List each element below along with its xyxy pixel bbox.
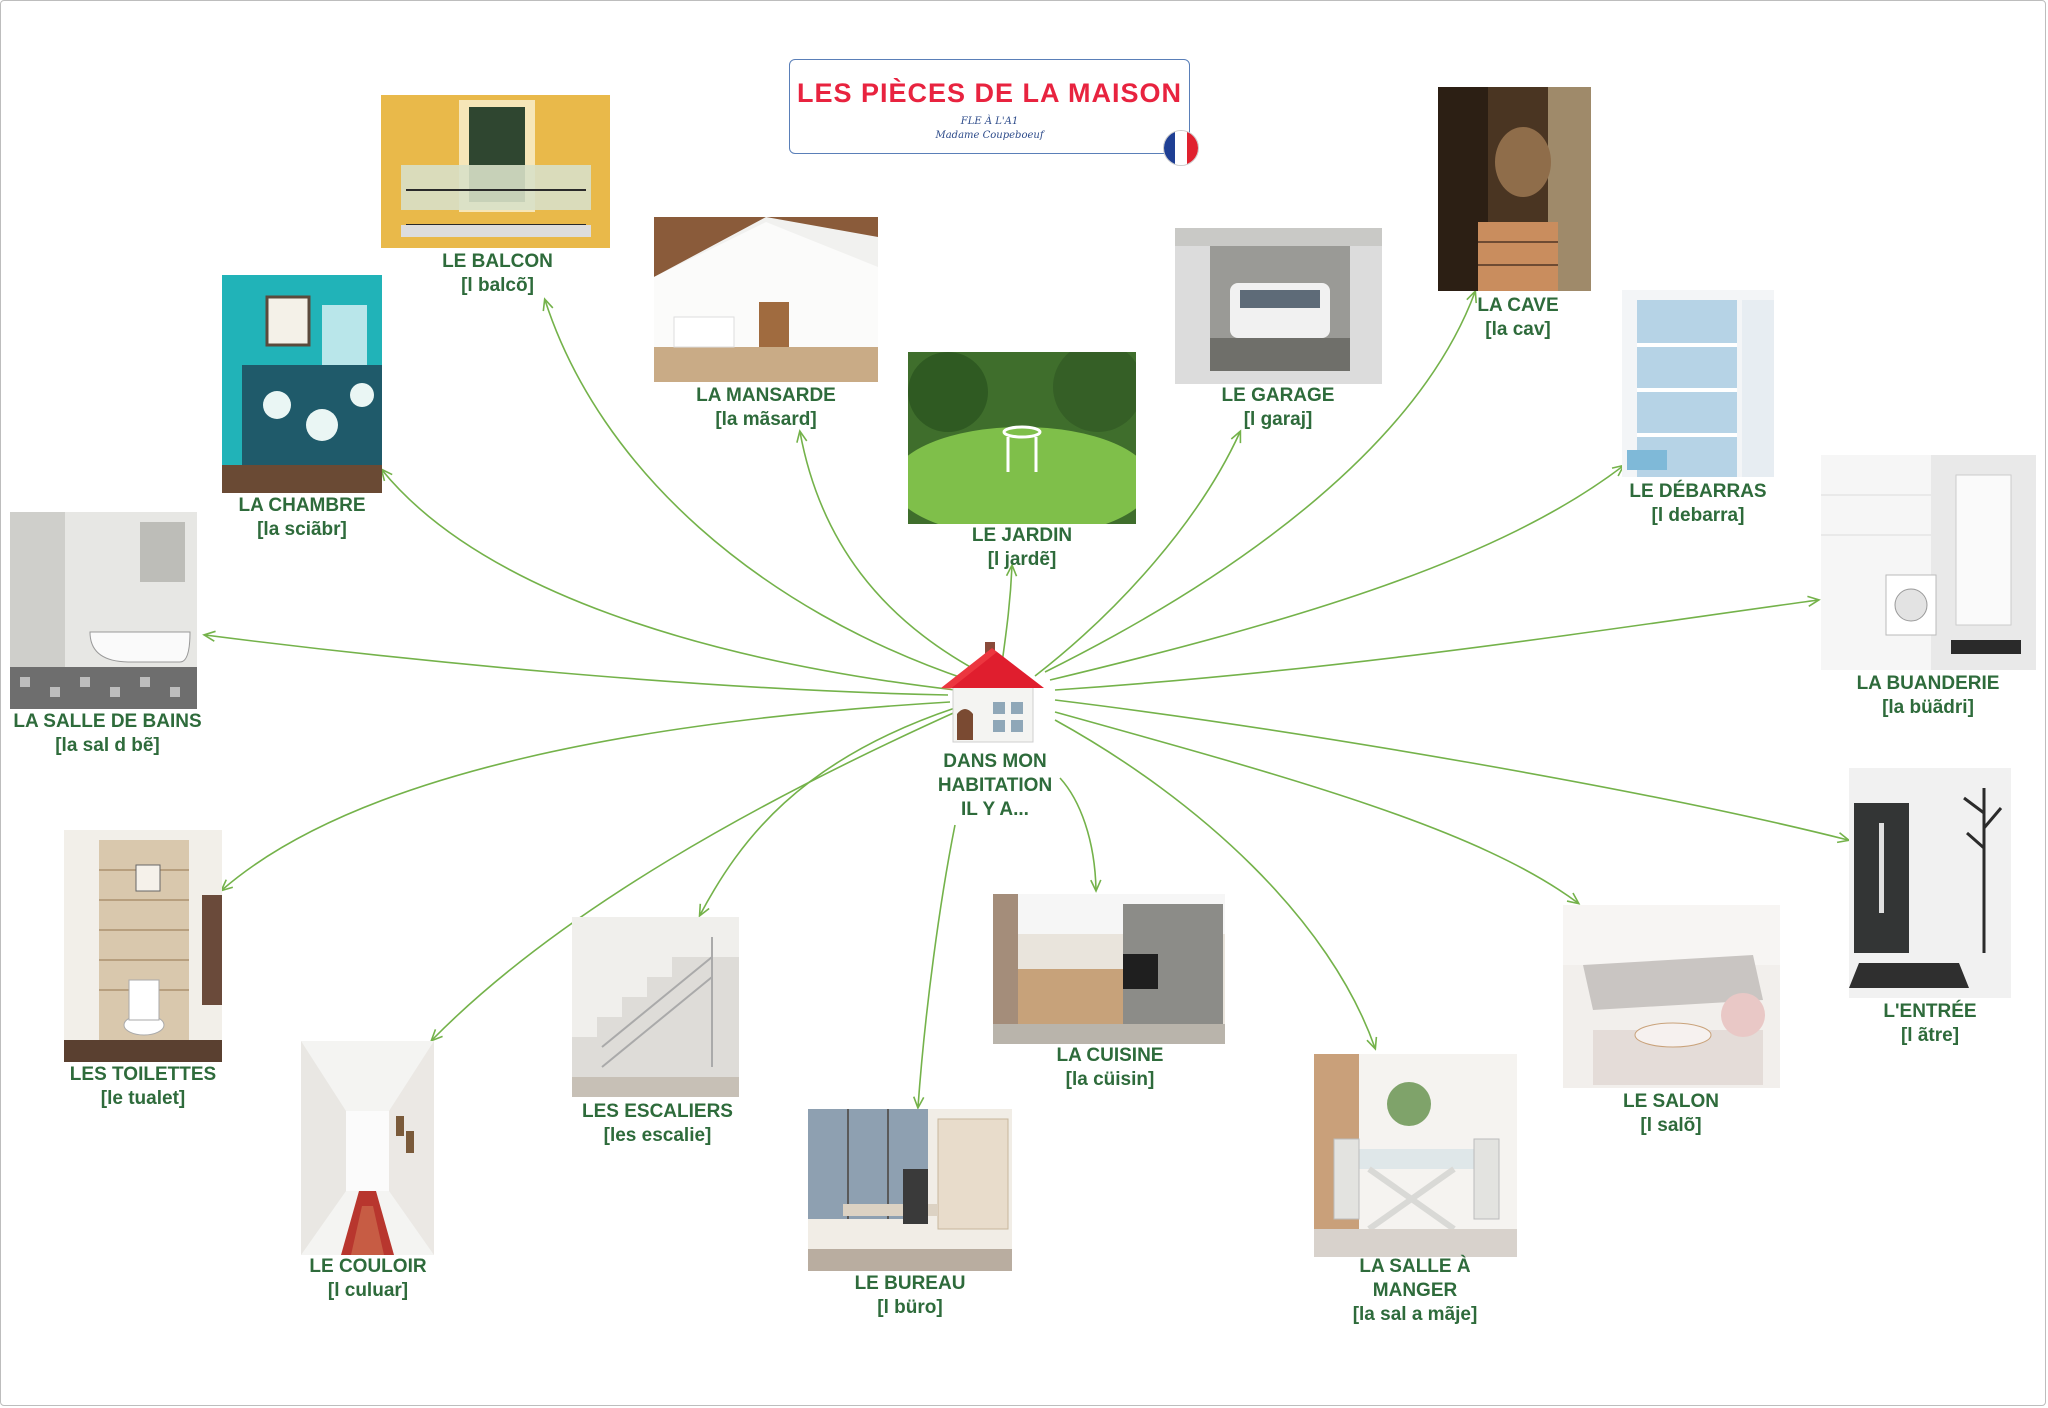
room-phonetic: [l balcõ] [461,275,534,296]
room-phonetic: [l jardẽ] [987,549,1057,570]
label-escaliers: LES ESCALIERS [les escalie] [555,1100,760,1148]
balcon-image [381,95,610,248]
cuisine-image [993,894,1225,1044]
room-phonetic: [l debarra] [1651,505,1745,526]
room-word: LE JARDIN [971,525,1073,546]
room-phonetic: [l garaj] [1243,409,1313,430]
label-bureau: LE BUREAU [l büro] [810,1272,1010,1320]
label-cave: LA CAVE [la cav] [1418,294,1618,342]
arrow-garage [1034,429,1242,677]
label-salle-de-bains: LA SALLE DE BAINS [la sal d bẽ] [5,710,210,758]
page-title: LES PIÈCES DE LA MAISON [796,78,1183,108]
label-chambre: LA CHAMBRE [la sciãbr] [202,494,402,542]
room-phonetic: [la sciãbr] [257,519,347,540]
arrow-couloir [429,709,961,1043]
label-couloir: LE COULOIR [l culuar] [268,1255,468,1303]
jardin-image [908,352,1136,524]
mansarde-image [654,217,878,382]
arrow-cuisine [1059,777,1102,893]
house-icon [935,640,1050,745]
room-phonetic: [la sal d bẽ] [55,735,160,756]
garage-image [1175,228,1382,384]
room-word: LE BUREAU [854,1273,966,1294]
label-cuisine: LA CUISINE [la cüisin] [1010,1044,1210,1092]
arrow-escaliers [698,707,956,918]
buanderie-image [1821,455,2036,670]
french-flag-icon [1163,130,1199,166]
salon-image [1563,905,1780,1088]
room-word: LE GARAGE [1221,385,1335,406]
room-phonetic: [l salõ] [1640,1115,1702,1136]
arrow-sdb [202,630,949,696]
label-salle-a-manger: LA SALLE À MANGER [la sal a mãje] [1315,1255,1515,1327]
salle-a-manger-image [1314,1054,1517,1257]
room-phonetic: [la sal a mãje] [1352,1304,1478,1325]
room-word: LES ESCALIERS [582,1101,733,1122]
room-phonetic: [la cav] [1485,319,1551,340]
arrow-salle-manger [1054,719,1378,1051]
couloir-image [301,1041,434,1255]
arrow-buanderie [1054,595,1821,691]
room-phonetic: [l culuar] [327,1280,409,1301]
center-label: DANS MON HABITATION IL Y A... [937,751,1053,820]
room-phonetic: [la büãdri] [1882,697,1974,718]
room-word: LA SALLE À MANGER [1359,1256,1471,1301]
label-balcon: LE BALCON [l balcõ] [400,250,595,298]
title-author: Madame Coupeboeuf [935,130,1044,141]
label-mansarde: LA MANSARDE [la mãsard] [668,384,864,432]
room-phonetic: [le tualet] [100,1088,186,1109]
chambre-image [222,275,382,493]
room-word: LA CUISINE [1056,1045,1164,1066]
arrow-salon [1054,711,1581,905]
debarras-image [1622,290,1774,477]
room-word: LE COULOIR [309,1256,427,1277]
label-jardin: LE JARDIN [l jardẽ] [922,524,1122,572]
room-word: LE DÉBARRAS [1629,481,1767,502]
salle-de-bains-image [10,512,197,709]
arrow-cave [1044,289,1477,673]
room-phonetic: [l ãtre] [1900,1025,1960,1046]
room-word: LES TOILETTES [69,1064,217,1085]
arrow-bureau [912,824,956,1110]
room-phonetic: [les escalie] [603,1125,712,1146]
bureau-image [808,1109,1012,1271]
room-word: LA CHAMBRE [238,495,366,516]
label-debarras: LE DÉBARRAS [l debarra] [1598,480,1798,528]
escaliers-image [572,917,739,1097]
arrow-balcon [542,297,969,681]
cave-image [1438,87,1591,291]
label-salon: LE SALON [l salõ] [1571,1090,1771,1138]
arrow-chambre [380,467,956,691]
arrow-toilettes [219,701,951,892]
label-buanderie: LA BUANDERIE [la büãdri] [1828,672,2028,720]
title-box: LES PIÈCES DE LA MAISON FLE À L'A1 Madam… [789,59,1190,154]
label-toilettes: LES TOILETTES [le tualet] [43,1063,243,1111]
arrow-entree [1054,699,1851,844]
room-word: LE BALCON [442,251,553,272]
toilettes-image [64,830,222,1062]
room-phonetic: [l büro] [877,1297,943,1318]
room-word: LA CAVE [1477,295,1559,316]
room-word: LA SALLE DE BAINS [13,711,202,732]
arrow-mansarde [796,429,986,676]
entree-image [1849,768,2011,998]
title-subtitle: FLE À L'A1 [960,116,1019,127]
label-entree: L'ENTRÉE [l ãtre] [1830,1000,2030,1048]
room-word: LA BUANDERIE [1856,673,2000,694]
room-word: LE SALON [1622,1091,1720,1112]
room-phonetic: [la mãsard] [715,409,817,430]
arrow-debarras [1049,464,1626,681]
room-word: L'ENTRÉE [1883,1001,1977,1022]
label-garage: LE GARAGE [l garaj] [1178,384,1378,432]
room-word: LA MANSARDE [696,385,836,406]
room-phonetic: [la cüisin] [1065,1069,1155,1090]
